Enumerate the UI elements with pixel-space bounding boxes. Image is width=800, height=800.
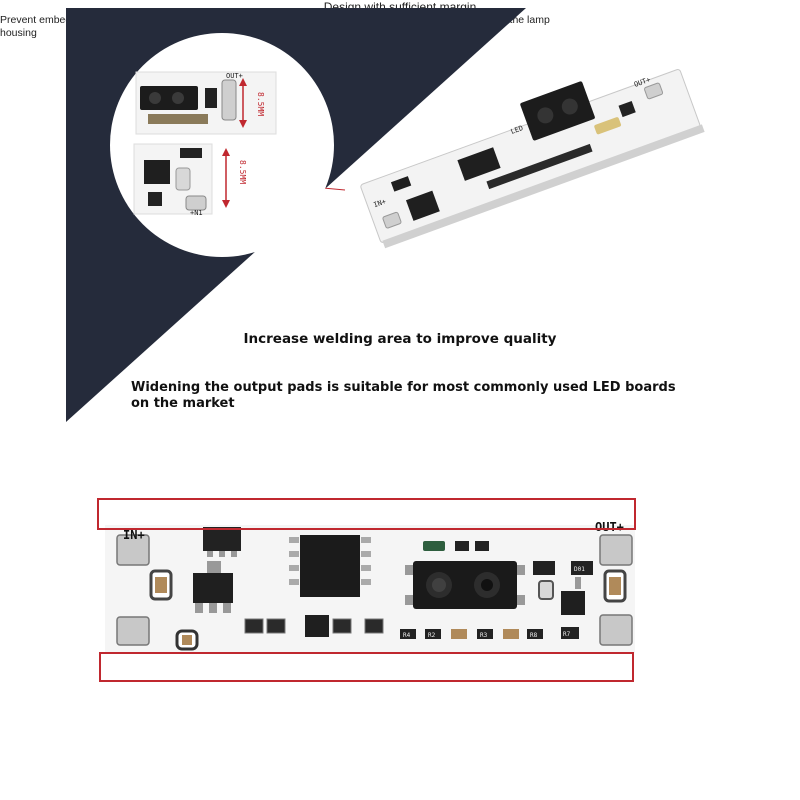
label-r8: R8 [530, 632, 538, 639]
top-product-panel: OUT+ 8.5MM +N1 8.5MM [66, 8, 705, 422]
board-in-label: IN+ [372, 197, 387, 209]
top-margin-highlight [97, 498, 636, 530]
bottom-out-label: OUT+ [595, 520, 624, 534]
bottom-in-label: IN+ [123, 528, 145, 542]
angled-pcb-board: IN+ OUT+ LED [360, 69, 705, 249]
label-r3: R3 [480, 632, 488, 639]
label-r4: R4 [403, 632, 411, 639]
zoom-dimension-top: 8.5MM [256, 92, 265, 116]
zoom-out-label: OUT+ [226, 72, 243, 80]
label-d01: D01 [574, 566, 585, 573]
label-r7: R7 [563, 631, 571, 638]
zoom-in-label: +N1 [190, 209, 203, 217]
output-pads-subheading: Widening the output pads is suitable for… [131, 380, 676, 411]
welding-area-heading: Increase welding area to improve quality [243, 331, 557, 347]
zoom-magnifier: OUT+ 8.5MM +N1 8.5MM [110, 33, 334, 257]
board-led-label: LED [510, 124, 525, 136]
zoom-dimension-bottom: 8.5MM [238, 160, 247, 184]
label-r2: R2 [428, 632, 436, 639]
bottom-margin-highlight [99, 652, 634, 682]
bottom-pcb-diagram: R4 R2 R3 R8 D01 R7 IN+ OUT+ [97, 498, 636, 682]
